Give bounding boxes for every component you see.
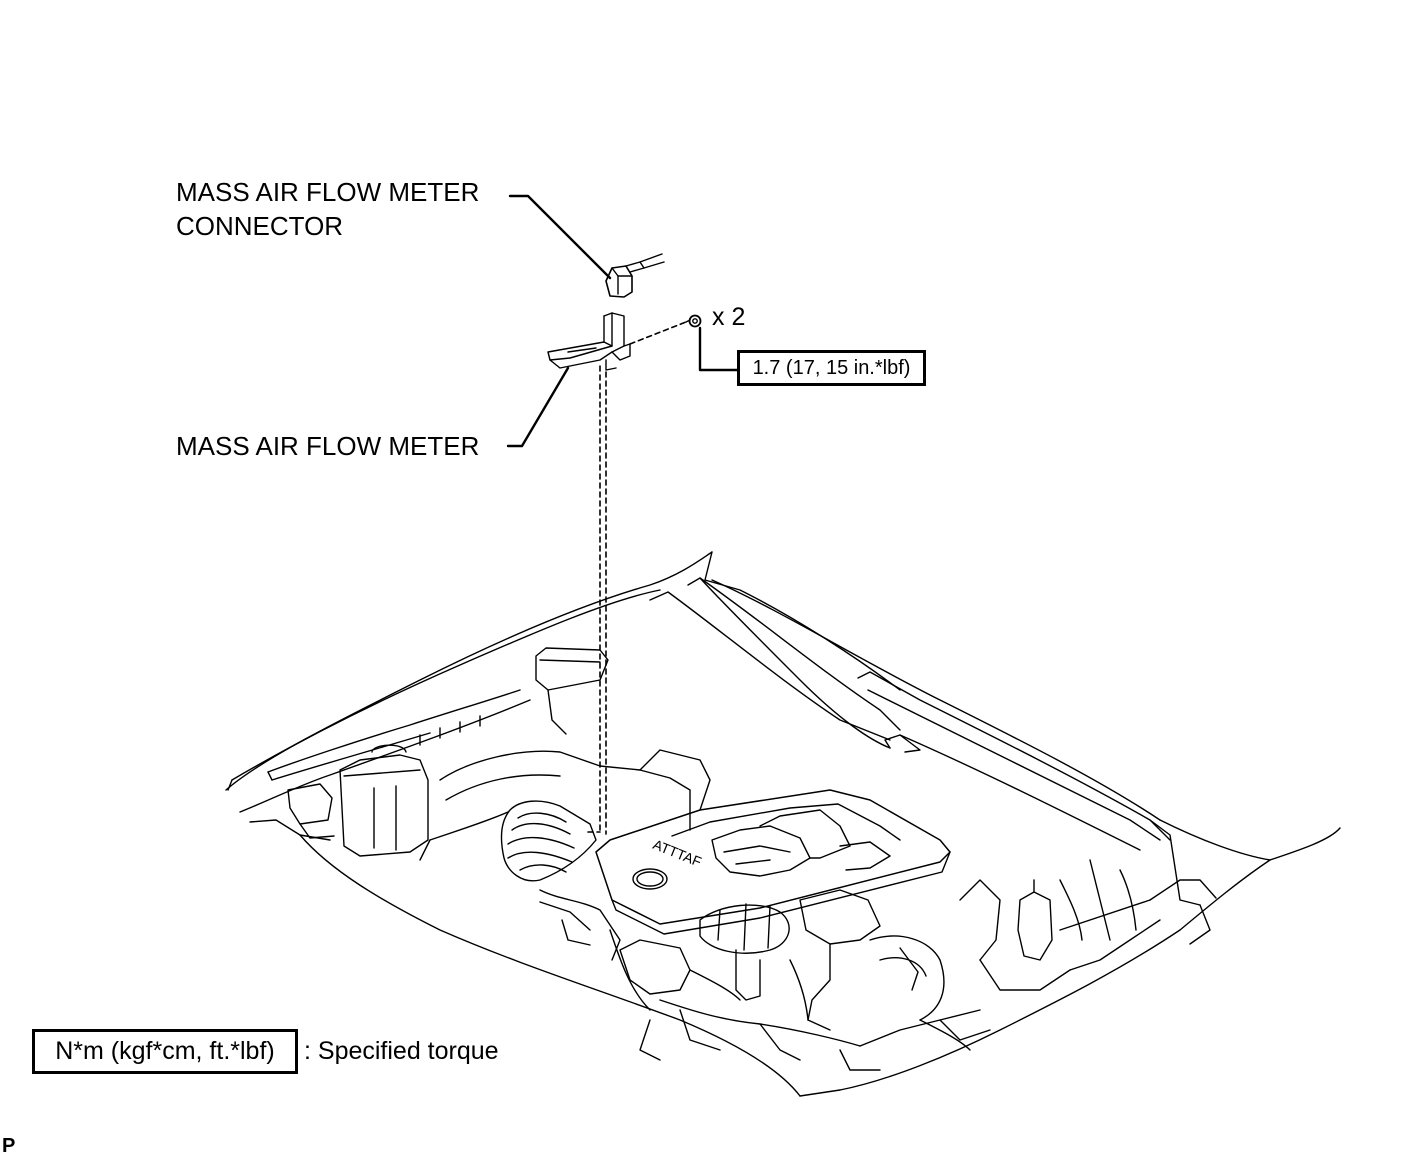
engine-cover: ATTTAF [595, 789, 951, 935]
legend-description: : Specified torque [304, 1037, 499, 1065]
engine-components [539, 859, 1217, 1071]
cowl-panel [649, 577, 1201, 906]
leader-lines [506, 194, 740, 448]
corner-mark: P [2, 1135, 16, 1157]
vehicle-body-outline [225, 551, 1341, 1097]
screw [685, 314, 702, 328]
battery-reservoir [287, 744, 429, 857]
alignment-dashed-lines [587, 321, 687, 835]
mass-air-flow-meter-connector [605, 253, 665, 298]
screw-quantity-label: x 2 [712, 303, 746, 331]
torque-spec-box: 1.7 (17, 15 in.*lbf) [737, 350, 926, 386]
left-inner-fender [267, 647, 609, 781]
connector-label-line1: MASS AIR FLOW METER [176, 177, 480, 207]
legend-units-box: N*m (kgf*cm, ft.*lbf) [32, 1029, 298, 1074]
svg-text:ATTTAF: ATTTAF [651, 836, 704, 870]
meter-label: MASS AIR FLOW METER [176, 431, 480, 461]
connector-label-line2: CONNECTOR [176, 211, 344, 241]
mass-air-flow-meter [547, 312, 631, 371]
intake-duct [419, 749, 711, 882]
